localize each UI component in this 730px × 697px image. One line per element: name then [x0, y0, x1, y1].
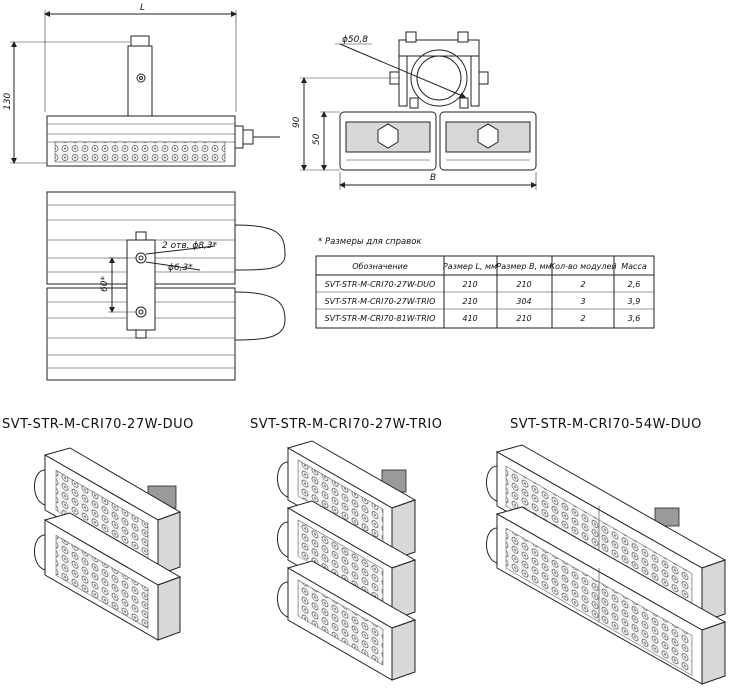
dim-hole-small-label: ϕ6,3* [168, 263, 193, 273]
product-label-duo-27w: SVT-STR-M-CRI70-27W-DUO [2, 417, 194, 432]
table-header-cell: Масса [621, 262, 647, 271]
table-cell: 2 [580, 280, 585, 289]
table-header-cell: Размер B, мм [496, 262, 551, 271]
table-cell: 3,9 [628, 297, 641, 306]
dim-hole-spacing-label: 60* [100, 276, 110, 292]
table-cell: 2 [580, 314, 585, 323]
product-label-trio-27w: SVT-STR-M-CRI70-27W-TRIO [250, 417, 442, 432]
table-cell: 210 [516, 280, 531, 289]
reference-note: * Размеры для справок [318, 237, 422, 247]
table-cell: SVT-STR-M-CRI70-81W-TRIO [325, 314, 436, 323]
front-view: L 130 [3, 3, 280, 167]
table-cell: 2,6 [628, 280, 641, 289]
table-cell: SVT-STR-M-CRI70-27W-TRIO [325, 297, 436, 306]
dim-height-side-label: 90 [292, 116, 302, 128]
table-header-cell: Кол-во модулей [549, 262, 616, 271]
product-render-trio-27w [277, 440, 417, 681]
dim-height-total-label: 130 [3, 93, 13, 110]
top-view: 2 отв. ϕ8,3* ϕ6,3* 60* [46, 191, 286, 381]
dim-pipe-diameter-label: ϕ50,8 [342, 35, 368, 45]
table-cell: 410 [462, 314, 477, 323]
table-cell: SVT-STR-M-CRI70-27W-DUO [325, 280, 436, 289]
dim-length-label: L [140, 3, 145, 13]
table-header-cell: Размер L, мм [443, 262, 497, 271]
product-label-duo-54w: SVT-STR-M-CRI70-54W-DUO [510, 417, 702, 432]
dim-holes-large-label: 2 отв. ϕ8,3* [162, 241, 218, 251]
table-cell: 210 [516, 314, 531, 323]
dim-width-label: B [430, 173, 436, 183]
table-cell: 304 [516, 297, 531, 306]
dim-height-module-label: 50 [312, 133, 322, 145]
product-render-duo-27w [34, 447, 182, 641]
product-render-duo-54w [486, 444, 727, 685]
table-header-cell: Обозначение [352, 262, 408, 271]
table-cell: 3 [580, 297, 585, 306]
table-cell: 210 [462, 280, 477, 289]
table-cell: 210 [462, 297, 477, 306]
side-view: ϕ50,8 90 50 B [292, 31, 537, 190]
table-cell: 3,6 [628, 314, 641, 323]
